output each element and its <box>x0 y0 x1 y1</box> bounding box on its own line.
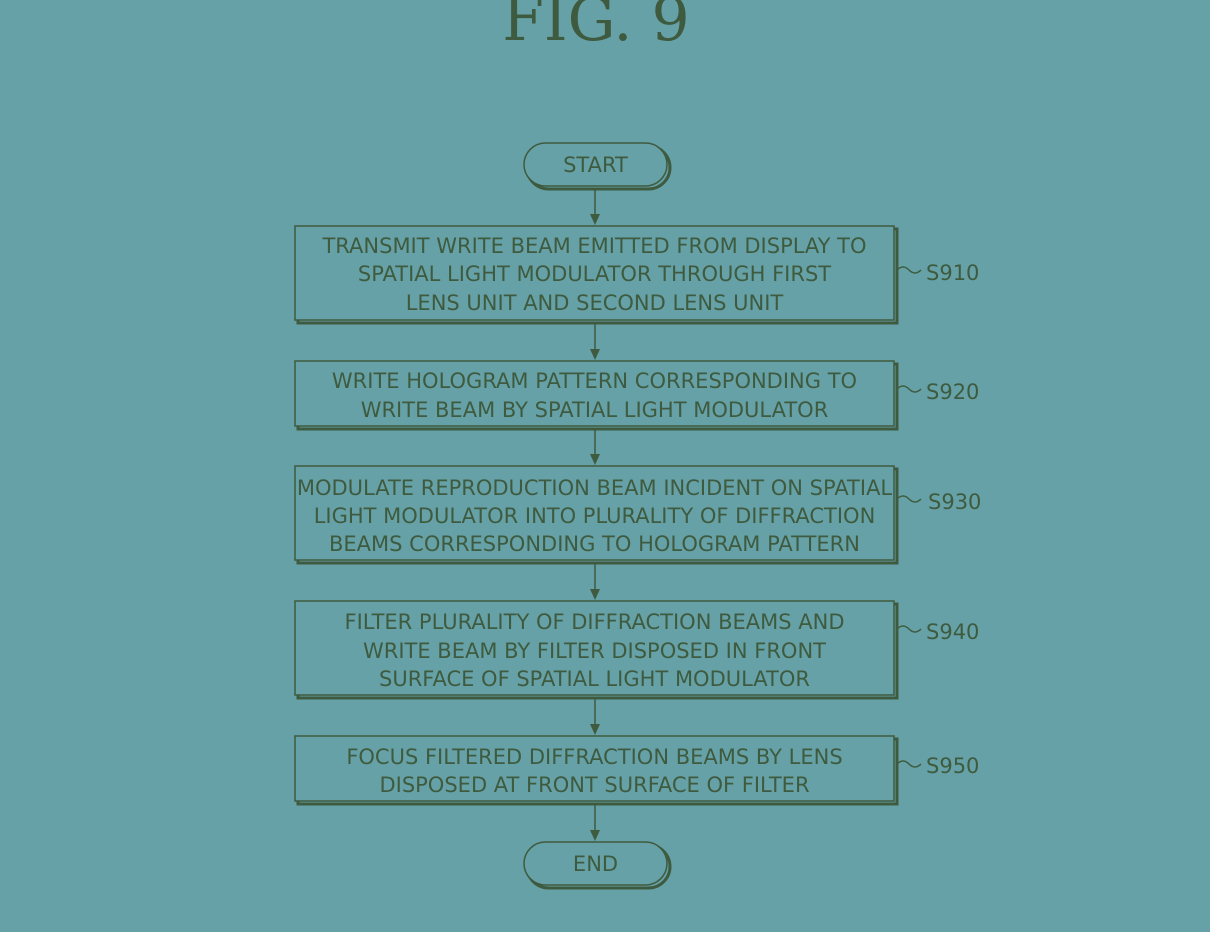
step-text-line: FILTER PLURALITY OF DIFFRACTION BEAMS AN… <box>344 610 844 634</box>
figure-title: FIG. 9 <box>502 0 689 55</box>
step-text-line: LIGHT MODULATOR INTO PLURALITY OF DIFFRA… <box>314 504 876 528</box>
end-terminal: END <box>523 841 672 890</box>
step-text-line: SURFACE OF SPATIAL LIGHT MODULATOR <box>379 667 810 691</box>
step-s920: WRITE HOLOGRAM PATTERN CORRESPONDING TO … <box>294 360 979 431</box>
step-s950: FOCUS FILTERED DIFFRACTION BEAMS BY LENS… <box>294 735 979 806</box>
step-text-line: TRANSMIT WRITE BEAM EMITTED FROM DISPLAY… <box>321 234 866 258</box>
step-id-label: S950 <box>926 754 979 778</box>
connector-start-s910 <box>590 188 600 225</box>
step-id-label: S910 <box>926 261 979 285</box>
step-text-line: BEAMS CORRESPONDING TO HOLOGRAM PATTERN <box>329 532 860 556</box>
step-id-label: S920 <box>926 380 979 404</box>
end-label: END <box>573 852 618 876</box>
step-text-line: LENS UNIT AND SECOND LENS UNIT <box>406 291 784 315</box>
step-s910: TRANSMIT WRITE BEAM EMITTED FROM DISPLAY… <box>294 225 979 325</box>
connector-s930-s940 <box>590 562 600 600</box>
leader-line <box>896 266 922 274</box>
step-text-line: FOCUS FILTERED DIFFRACTION BEAMS BY LENS <box>346 745 842 769</box>
step-id-label: S940 <box>926 620 979 644</box>
step-text-line: SPATIAL LIGHT MODULATOR THROUGH FIRST <box>358 262 831 286</box>
connector-s950-end <box>590 803 600 841</box>
step-text-line: WRITE BEAM BY SPATIAL LIGHT MODULATOR <box>361 398 829 422</box>
step-s930: MODULATE REPRODUCTION BEAM INCIDENT ON S… <box>294 465 981 565</box>
step-id-label: S930 <box>928 490 981 514</box>
leader-line <box>896 625 922 633</box>
step-s940: FILTER PLURALITY OF DIFFRACTION BEAMS AN… <box>294 600 979 700</box>
step-text-line: DISPOSED AT FRONT SURFACE OF FILTER <box>379 773 809 797</box>
step-text-line: WRITE HOLOGRAM PATTERN CORRESPONDING TO <box>332 369 857 393</box>
step-text-line: WRITE BEAM BY FILTER DISPOSED IN FRONT <box>363 639 826 663</box>
step-text-line: MODULATE REPRODUCTION BEAM INCIDENT ON S… <box>297 476 893 500</box>
connector-s940-s950 <box>590 697 600 735</box>
leader-line <box>896 495 922 503</box>
connector-s920-s930 <box>590 428 600 465</box>
leader-line <box>896 760 922 768</box>
start-terminal: START <box>523 142 672 191</box>
start-label: START <box>563 153 628 177</box>
leader-line <box>896 385 922 393</box>
connector-s910-s920 <box>590 322 600 360</box>
